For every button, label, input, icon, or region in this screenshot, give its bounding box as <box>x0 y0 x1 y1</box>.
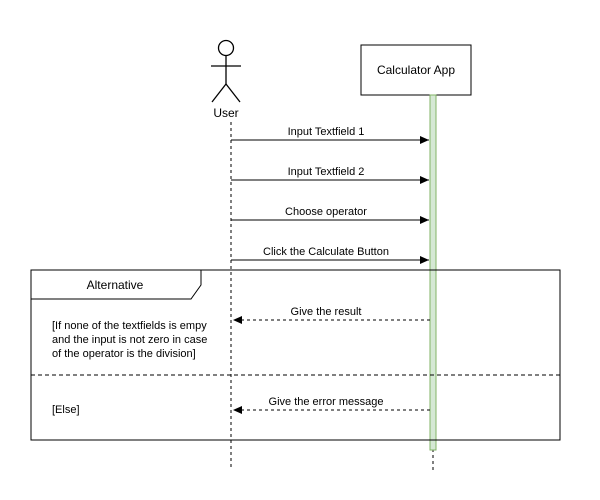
guard-condition-line: and the input is not zero in case <box>52 334 207 346</box>
calculator-app-label: Calculator App <box>377 63 455 77</box>
message-label: Input Textfield 1 <box>288 126 365 138</box>
reply-label: Give the result <box>291 306 362 318</box>
fragment-label-tab <box>30 269 202 300</box>
guard-condition-line: [If none of the textfields is empy <box>52 320 207 332</box>
app-activation-bar <box>429 94 437 451</box>
else-guard: [Else] <box>52 404 80 416</box>
fragment-operator-label: Alternative <box>87 278 144 292</box>
calculator-app-box <box>360 44 472 96</box>
message-label: Choose operator <box>285 206 367 218</box>
user-actor-icon <box>211 39 241 103</box>
guard-condition-line: of the operator is the division] <box>52 348 196 360</box>
message-label: Click the Calculate Button <box>263 246 389 258</box>
reply-label: Give the error message <box>269 396 384 408</box>
user-actor-label: User <box>213 106 238 120</box>
message-label: Input Textfield 2 <box>288 166 365 178</box>
alternative-fragment <box>30 269 561 441</box>
